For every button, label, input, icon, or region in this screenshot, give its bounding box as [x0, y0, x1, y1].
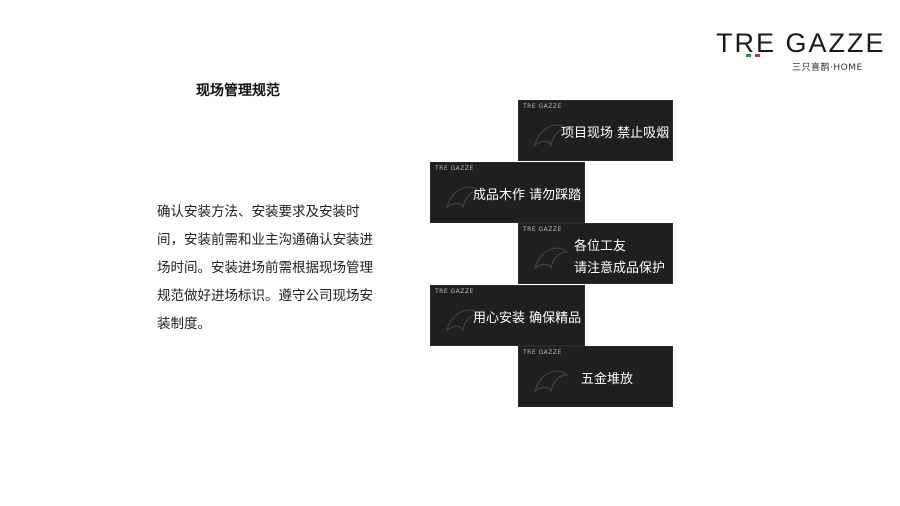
- card-logo-mark: TRE GAZZE: [435, 288, 474, 295]
- logo-subtitle: 三只喜鹊·HOME: [792, 63, 863, 73]
- sign-card-no-stepping: TRE GAZZE 成品木作 请勿踩踏: [430, 162, 585, 223]
- card-logo-mark: TRE GAZZE: [523, 349, 562, 356]
- sign-card-careful-install: TRE GAZZE 用心安装 确保精品: [430, 285, 585, 346]
- sign-card-protect-products: TRE GAZZE 各位工友 请注意成品保护: [518, 223, 673, 284]
- card-text-line2: 请注意成品保护: [574, 261, 666, 276]
- decorative-bird-icon: [445, 186, 481, 209]
- decorative-bird-icon: [533, 247, 569, 270]
- card-text-line1: 成品木作 请勿踩踏: [473, 188, 582, 203]
- logo-wordmark: TRE GAZZE: [716, 28, 886, 58]
- body-paragraph: 确认安装方法、安装要求及安装时间，安装前需和业主沟通确认安装进场时间。安装进场前…: [157, 204, 373, 332]
- brand-logo: TRE GAZZE 三只喜鹊·HOME: [716, 28, 884, 74]
- card-text-line1: 用心安装 确保精品: [473, 311, 582, 326]
- card-text-line1: 项目现场 禁止吸烟: [561, 126, 670, 141]
- card-logo-mark: TRE GAZZE: [523, 226, 562, 233]
- decorative-bird-icon: [533, 124, 569, 147]
- card-text-line1: 各位工友: [574, 239, 627, 254]
- card-logo-mark: TRE GAZZE: [523, 103, 562, 110]
- card-logo-mark: TRE GAZZE: [435, 165, 474, 172]
- card-text-line1: 五金堆放: [581, 372, 634, 387]
- section-heading: 现场管理规范: [196, 83, 280, 99]
- decorative-bird-icon: [445, 309, 481, 332]
- logo-flag-stripe: [746, 54, 761, 57]
- sign-card-hardware-storage: TRE GAZZE 五金堆放: [518, 346, 673, 407]
- sign-card-no-smoking: TRE GAZZE 项目现场 禁止吸烟: [518, 100, 673, 161]
- decorative-bird-icon: [533, 370, 569, 393]
